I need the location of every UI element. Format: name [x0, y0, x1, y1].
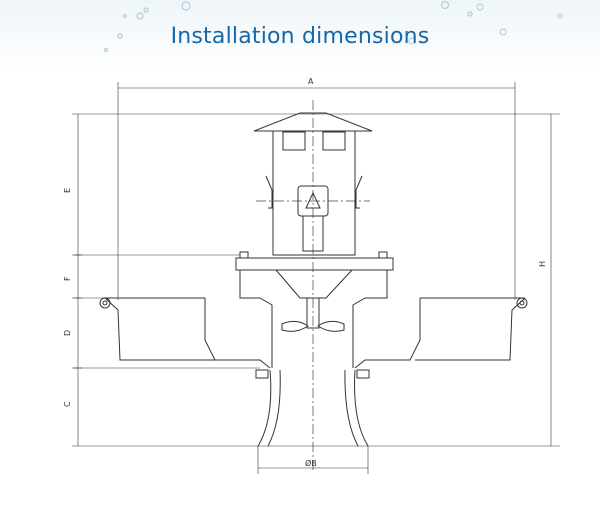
- motor: [253, 112, 373, 256]
- page-title: Installation dimensions: [170, 24, 430, 49]
- base-plate: [235, 251, 394, 332]
- label-A: A: [308, 77, 314, 86]
- draft-tube: [255, 369, 370, 447]
- label-B: ØB: [305, 458, 317, 468]
- dimension-B: ØB: [257, 446, 369, 474]
- bubbles-decoration: [103, 0, 563, 53]
- label-E: E: [63, 188, 72, 193]
- label-H: H: [538, 261, 547, 267]
- header-banner: Installation dimensions: [0, 0, 600, 70]
- label-C: C: [63, 401, 72, 407]
- label-D: D: [63, 330, 72, 336]
- float-pontoons: [99, 270, 528, 369]
- label-F: F: [63, 276, 72, 281]
- dimension-H: H: [538, 114, 552, 446]
- left-dimensions: E F D C: [63, 114, 82, 446]
- dimension-A: A: [117, 77, 516, 300]
